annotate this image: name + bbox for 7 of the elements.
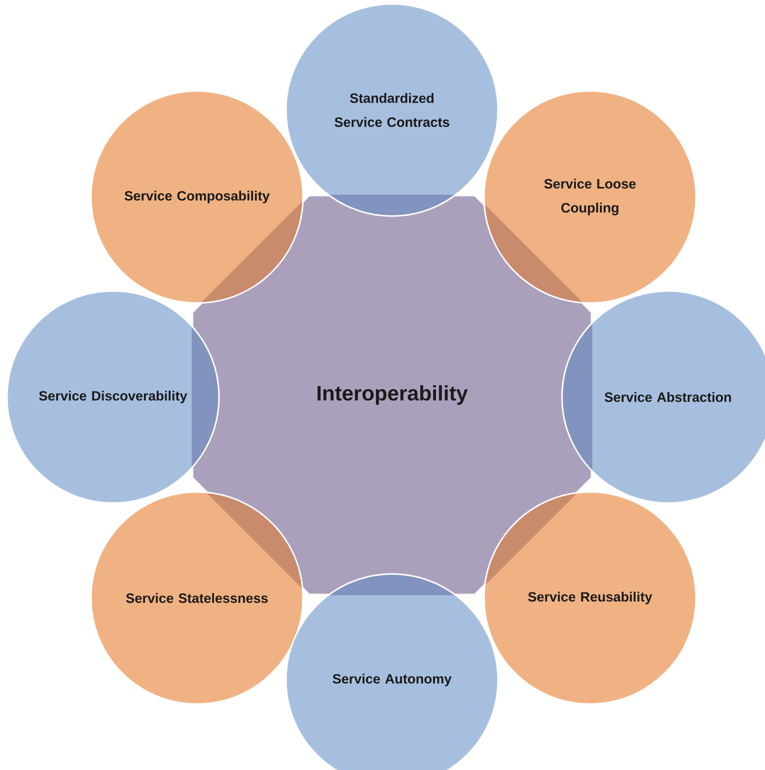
node-label: Service Statelessness xyxy=(126,593,268,603)
node-label: Standardized Service Contracts xyxy=(334,93,450,127)
node-label: Service Discoverability xyxy=(39,390,188,404)
node-label: Service Autonomy xyxy=(332,674,452,686)
circle-node: Service Autonomy xyxy=(285,573,499,770)
node-label: Service Loose xyxy=(544,178,636,189)
node-label: Service Abstraction xyxy=(604,392,731,402)
